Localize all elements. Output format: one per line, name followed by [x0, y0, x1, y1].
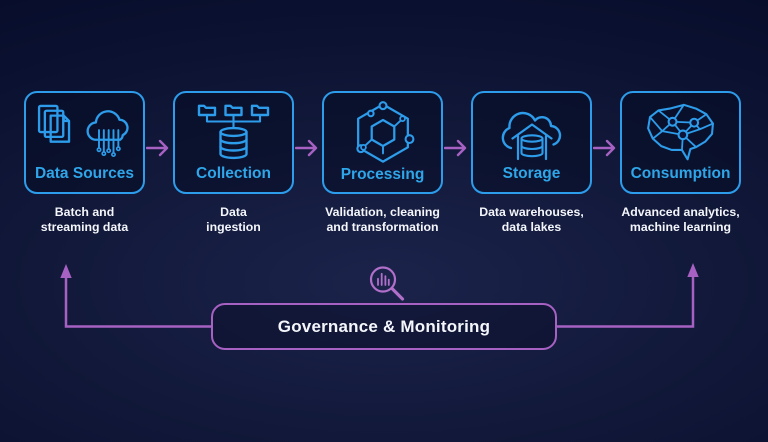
cloud-warehouse-icon	[496, 100, 568, 165]
stage-collection: Collection Data ingestion	[173, 91, 294, 234]
stage-data-sources: Data Sources Batch and streaming data	[24, 91, 145, 234]
stage-description-consumption: Advanced analytics, machine learning	[621, 205, 740, 234]
flow-arrow-icon	[592, 138, 620, 158]
pipeline-row: Data Sources Batch and streaming data	[24, 91, 741, 234]
stage-label-storage: Storage	[502, 165, 561, 182]
stage-description-processing: Validation, cleaning and transformation	[325, 205, 440, 234]
stage-storage: Storage Data warehouses, data lakes	[471, 91, 592, 234]
stage-label-processing: Processing	[340, 166, 425, 183]
magnifier-bars-icon	[366, 265, 410, 312]
folders-database-icon	[197, 100, 271, 165]
governance-monitoring-box: Governance & Monitoring	[211, 303, 557, 350]
flow-arrow-icon	[443, 138, 471, 158]
governance-monitoring-label: Governance & Monitoring	[277, 316, 491, 336]
stage-description-storage: Data warehouses, data lakes	[479, 205, 584, 234]
stage-label-consumption: Consumption	[630, 165, 731, 182]
stage-box-data-sources: Data Sources	[24, 91, 145, 194]
stage-consumption: Consumption Advanced analytics, machine …	[620, 91, 741, 234]
documents-cloud-icon	[34, 100, 135, 165]
stage-box-collection: Collection	[173, 91, 294, 194]
stage-label-data-sources: Data Sources	[34, 165, 135, 182]
hexagon-circuit-icon	[350, 100, 416, 166]
flow-arrow-icon	[294, 138, 322, 158]
stage-processing: Processing Validation, cleaning and tran…	[322, 91, 443, 234]
stage-description-collection: Data ingestion	[206, 205, 261, 234]
stage-description-data-sources: Batch and streaming data	[40, 205, 129, 234]
flow-arrow-icon	[145, 138, 173, 158]
stage-box-consumption: Consumption	[620, 91, 741, 194]
stage-label-collection: Collection	[196, 165, 271, 182]
stage-box-storage: Storage	[471, 91, 592, 194]
brain-network-icon	[641, 100, 721, 165]
stage-box-processing: Processing	[322, 91, 443, 194]
